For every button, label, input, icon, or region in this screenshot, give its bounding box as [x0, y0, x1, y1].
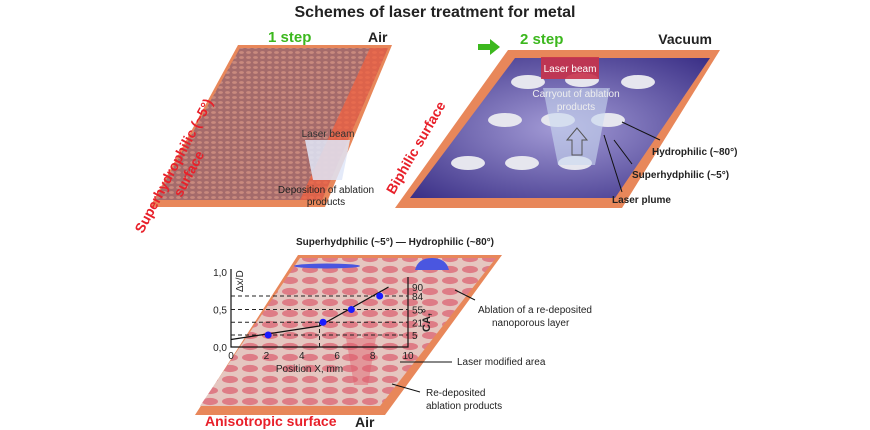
step2-carryout-1: Carryout of ablation — [532, 89, 619, 100]
anisotropic-label: Anisotropic surface — [205, 413, 337, 429]
x-tick-label: 0 — [228, 351, 234, 362]
y2-tick-label: 90 — [412, 283, 424, 294]
y2-tick-label: 55 — [412, 306, 424, 317]
y-tick-label: 1,0 — [213, 268, 227, 279]
diagram-title: Schemes of laser treatment for metal — [295, 4, 576, 21]
y-axis-label: Δx/D — [235, 270, 246, 292]
y-tick-label: 0,5 — [213, 306, 227, 317]
up-arrow-icon — [565, 127, 589, 156]
step3-environment: Air — [355, 414, 375, 430]
y-tick-label: 0,0 — [213, 343, 227, 354]
step1-panel: 1 step Air Laser beam Deposition of abla… — [131, 29, 392, 236]
data-point — [347, 306, 355, 313]
laser-plume-label: Laser plume — [612, 195, 671, 206]
step2-environment: Vacuum — [658, 31, 712, 47]
x-axis-label: Position X, mm — [276, 364, 343, 375]
step1-environment: Air — [368, 29, 388, 45]
data-point — [376, 292, 384, 300]
step3-panel: Superhydphilic (~5°) — Hydrophilic (~80°… — [195, 237, 592, 430]
step2-panel: 2 step Vacuum Laser beam Carryout of abl… — [383, 31, 737, 208]
superhydrophilic-label: Superhydphilic (~5°) — [632, 170, 729, 181]
step2-carryout-2: products — [557, 102, 595, 113]
y2-tick-label: 5 — [412, 331, 418, 342]
x-tick-label: 8 — [370, 351, 376, 362]
redeposited-label-2: ablation products — [426, 401, 502, 412]
ablation-label-2: nanoporous layer — [492, 318, 570, 329]
step2-beam-label: Laser beam — [544, 64, 597, 75]
round-droplet — [415, 258, 449, 270]
laser-plume — [543, 88, 610, 165]
flat-droplet — [294, 263, 360, 269]
step1-deposition-1: Deposition of ablation — [278, 185, 374, 196]
redeposited-label-1: Re-deposited — [426, 388, 485, 399]
modified-area-label: Laser modified area — [457, 357, 546, 368]
step2-laser-beam — [541, 57, 599, 79]
step1-label: 1 step — [268, 29, 311, 46]
x-tick-label: 4 — [299, 351, 305, 362]
step3-surface — [200, 258, 496, 406]
y2-tick-label: 84 — [412, 292, 424, 303]
fit-line — [230, 286, 389, 341]
data-point — [319, 318, 327, 326]
step3-laser-beam — [346, 338, 376, 385]
y2-tick-label: 21 — [412, 318, 424, 329]
ablation-label-1: Ablation of a re-deposited — [478, 305, 592, 316]
data-point — [264, 331, 272, 339]
x-tick-label: 10 — [402, 351, 414, 362]
step1-laser-beam — [305, 140, 350, 180]
step1-deposition-2: products — [307, 197, 345, 208]
x-tick-label: 6 — [334, 351, 340, 362]
step2-label: 2 step — [520, 31, 563, 48]
y2-axis-label: CA,° — [421, 309, 433, 332]
arrow-step-icon — [478, 39, 500, 55]
hydrophilic-label: Hydrophilic (~80°) — [652, 147, 737, 158]
step1-beam-label: Laser beam — [302, 129, 355, 140]
x-tick-label: 2 — [264, 351, 270, 362]
gradient-label: Superhydphilic (~5°) — Hydrophilic (~80°… — [296, 237, 494, 248]
